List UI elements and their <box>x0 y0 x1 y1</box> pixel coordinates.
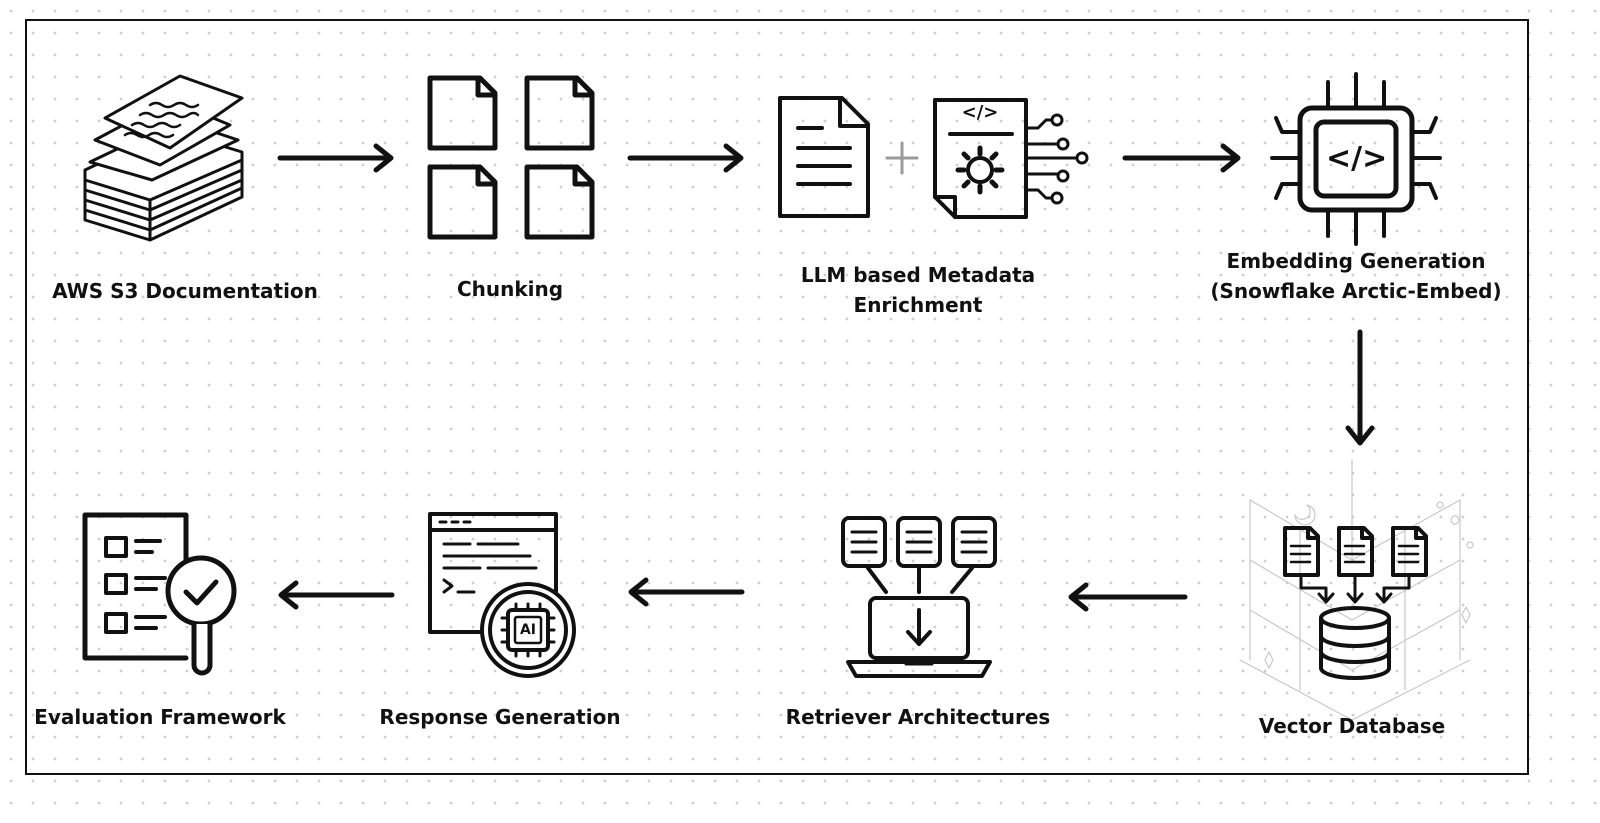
arrow-chunking-to-metadata <box>627 143 744 173</box>
flow-arrows <box>277 143 1375 612</box>
code-tag-glyph: </> <box>961 102 999 123</box>
label-metadata-enrichment: LLM based Metadata Enrichment <box>778 260 1058 320</box>
label-retriever-architectures: Retriever Architectures <box>785 705 1051 729</box>
code-document-icon <box>933 98 1089 219</box>
text-document-icon <box>778 96 870 218</box>
plus-icon <box>885 141 919 175</box>
label-metadata-line1: LLM based Metadata <box>800 263 1036 287</box>
label-embedding-line1: Embedding Generation <box>1226 249 1486 273</box>
label-response-generation: Response Generation <box>379 705 621 729</box>
arrow-embedding-to-vectordb <box>1345 329 1375 446</box>
label-metadata-line2: Enrichment <box>853 293 983 317</box>
arrow-metadata-to-embedding <box>1122 143 1241 173</box>
vector-space-grid <box>1239 459 1474 721</box>
arrow-response-to-evaluation <box>278 580 395 610</box>
label-embedding-line2: (Snowflake Arctic-Embed) <box>1210 279 1502 303</box>
arrow-vectordb-to-retriever <box>1068 582 1188 612</box>
chip-icon <box>1270 72 1442 246</box>
label-chunking: Chunking <box>456 277 564 301</box>
ai-response-icon <box>428 512 576 678</box>
label-embedding-generation: Embedding Generation (Snowflake Arctic-E… <box>1196 246 1516 306</box>
chip-code-glyph: </> <box>1326 141 1388 176</box>
evaluation-checklist-icon <box>82 512 237 676</box>
database-icon <box>1283 526 1428 680</box>
label-vector-database: Vector Database <box>1258 714 1446 738</box>
arrow-docs-to-chunking <box>277 143 394 173</box>
retriever-icon <box>841 516 997 678</box>
label-evaluation-framework: Evaluation Framework <box>34 705 286 729</box>
label-aws-s3-documentation: AWS S3 Documentation <box>52 279 318 303</box>
diagram-frame <box>25 19 1529 775</box>
chunk-pages-icon <box>427 75 595 240</box>
arrow-retriever-to-response <box>628 577 745 607</box>
ai-chip-glyph: AI <box>519 622 537 638</box>
document-stack-icon <box>83 74 244 242</box>
